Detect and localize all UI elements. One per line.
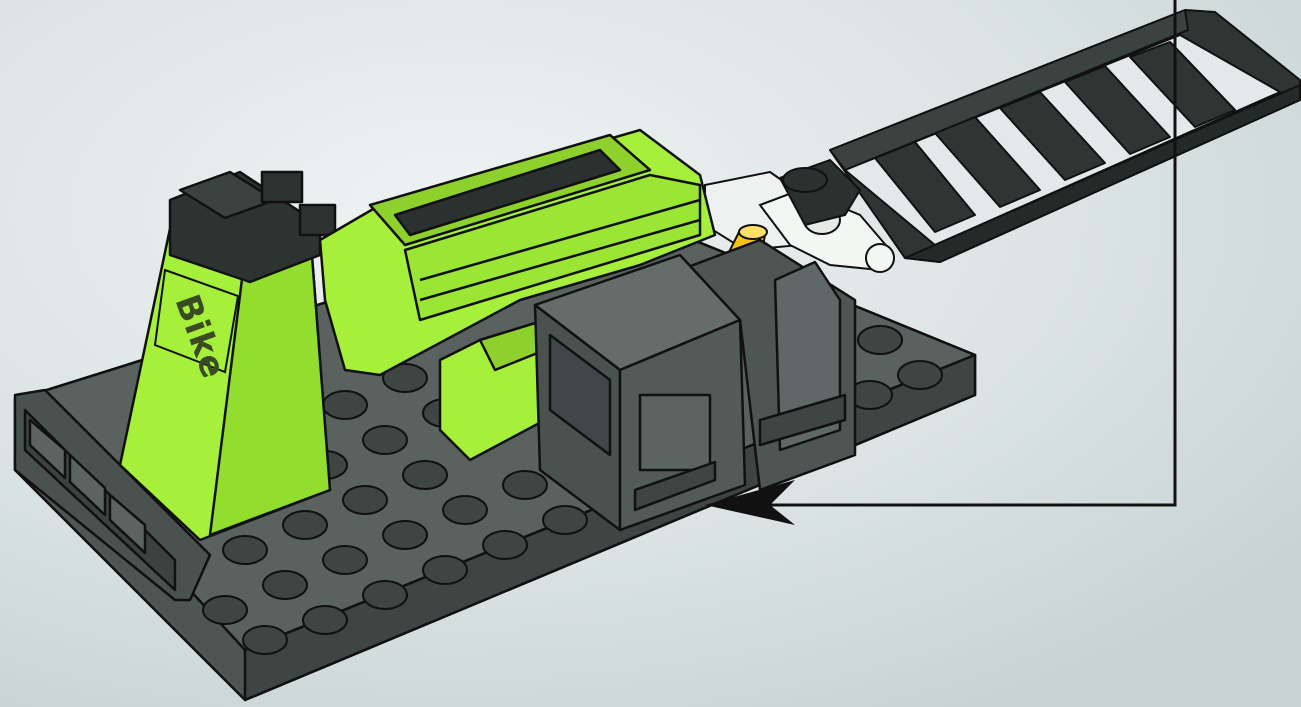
stud <box>423 556 467 584</box>
stud <box>283 511 327 539</box>
stud <box>243 626 287 654</box>
stud <box>203 596 247 624</box>
stud <box>503 471 547 499</box>
stud <box>403 461 447 489</box>
stud <box>858 326 902 354</box>
stud <box>343 486 387 514</box>
stud <box>443 496 487 524</box>
stud <box>383 521 427 549</box>
stud <box>323 391 367 419</box>
stud <box>543 506 587 534</box>
stud <box>483 531 527 559</box>
stud <box>263 571 307 599</box>
stud <box>363 581 407 609</box>
stud <box>323 546 367 574</box>
stud <box>303 606 347 634</box>
stud <box>223 536 267 564</box>
stud <box>363 426 407 454</box>
stud <box>898 361 942 389</box>
